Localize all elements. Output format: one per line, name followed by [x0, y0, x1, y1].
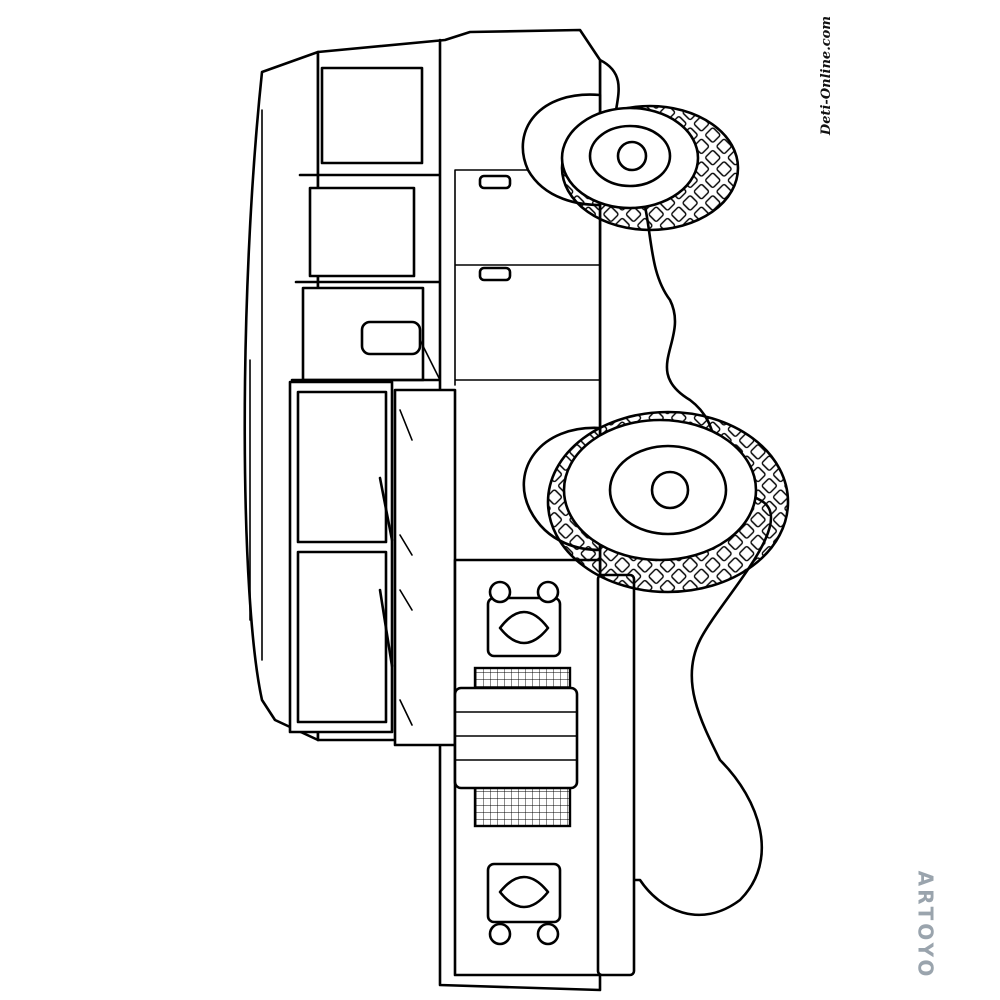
front-wheel	[522, 410, 790, 594]
window-pillars	[290, 38, 442, 402]
rear-wheel	[521, 93, 740, 232]
site-watermark: Deti-Online.com	[812, 10, 842, 140]
indicator-light	[536, 580, 560, 604]
brand-watermark-text: ARTOYO	[913, 870, 937, 980]
hood	[393, 388, 457, 747]
door-handle-front	[478, 266, 512, 282]
indicator-light	[488, 580, 512, 604]
indicator-light	[488, 922, 512, 946]
rear-hub	[616, 140, 648, 172]
grille-bars	[453, 686, 579, 790]
roof-rail	[249, 109, 263, 661]
hood-vents	[399, 409, 413, 726]
windshield-lower	[296, 550, 388, 724]
brand-watermark: ARTOYO	[905, 865, 945, 985]
door-handle-rear	[478, 174, 512, 190]
mirror-arm	[419, 339, 441, 381]
headlight-top	[498, 610, 550, 645]
front-bumper	[596, 573, 636, 977]
headlight-bottom	[498, 875, 550, 909]
indicator-light	[536, 922, 560, 946]
side-mirror	[360, 320, 422, 356]
front-hub	[650, 470, 690, 510]
grille-bar-lines	[454, 711, 578, 761]
mid-window	[308, 186, 416, 278]
rear-window	[320, 66, 424, 165]
windshield-upper	[296, 390, 388, 544]
wipers	[378, 476, 394, 668]
site-watermark-text: Deti-Online.com	[819, 15, 835, 135]
